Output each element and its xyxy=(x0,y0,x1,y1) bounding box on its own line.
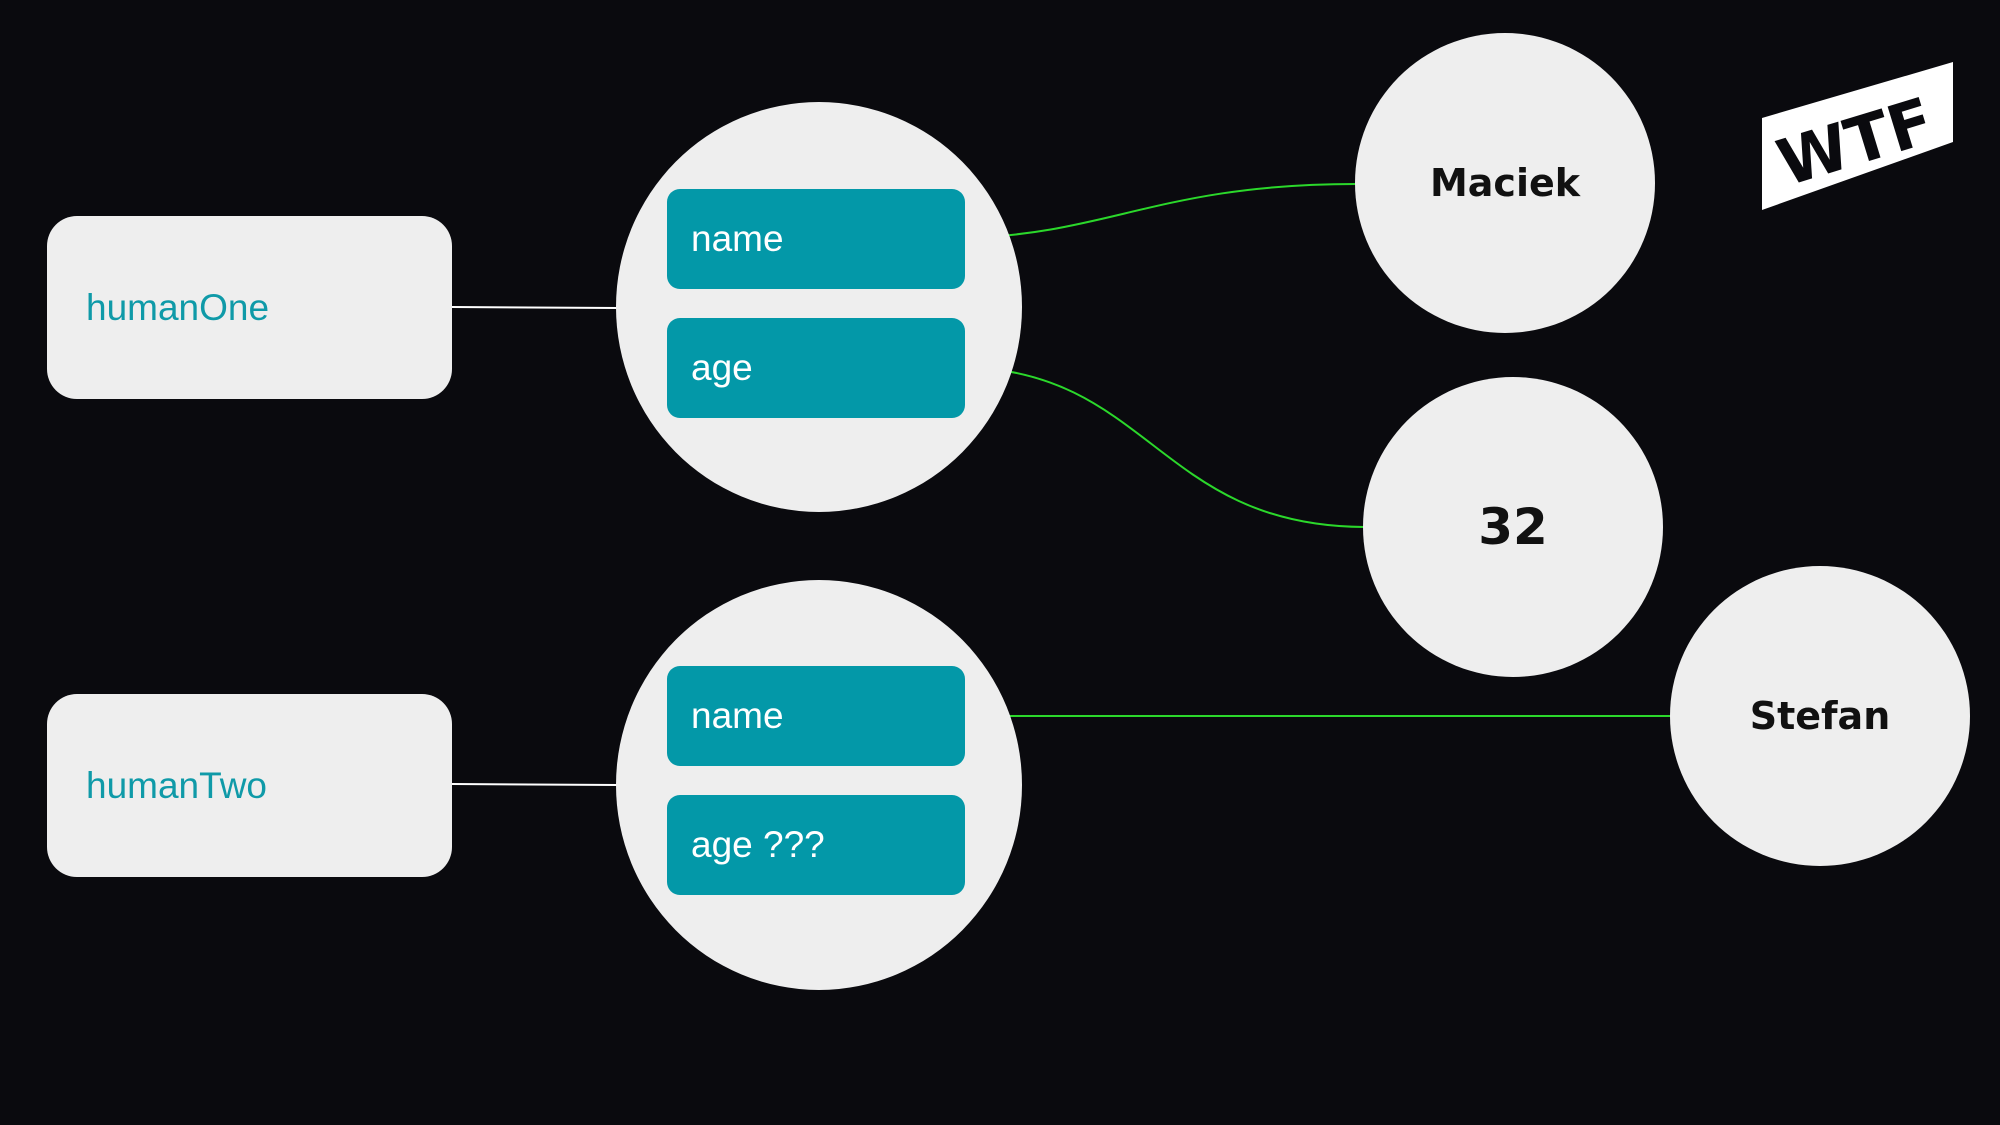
value-stefan: Stefan xyxy=(1670,566,1970,866)
property-label: name xyxy=(691,695,784,736)
value-label: Stefan xyxy=(1749,694,1891,738)
property-label: age ??? xyxy=(691,824,825,865)
value-label: Maciek xyxy=(1429,161,1581,205)
object-humanTwo xyxy=(616,580,1022,990)
property-label: name xyxy=(691,218,784,259)
value-32: 32 xyxy=(1363,377,1663,677)
property-label: age xyxy=(691,347,753,388)
wtf-logo: WTF xyxy=(1762,62,1953,210)
property-age: age xyxy=(667,318,965,418)
property-name: name xyxy=(667,189,965,289)
link-age-to-32 xyxy=(964,366,1365,528)
object-humanOne xyxy=(616,102,1022,512)
link-name-to-maciek xyxy=(964,183,1357,239)
value-maciek: Maciek xyxy=(1355,33,1655,333)
value-label: 32 xyxy=(1478,498,1548,556)
variable-humanOne: humanOne xyxy=(47,216,452,399)
link-humanTwo-object xyxy=(451,783,619,786)
variable-label: humanOne xyxy=(86,286,270,328)
variable-label: humanTwo xyxy=(86,764,267,806)
property-name: name xyxy=(667,666,965,766)
variable-humanTwo: humanTwo xyxy=(47,694,452,877)
link-humanOne-object xyxy=(451,306,619,309)
property-age-unknown: age ??? xyxy=(667,795,965,895)
